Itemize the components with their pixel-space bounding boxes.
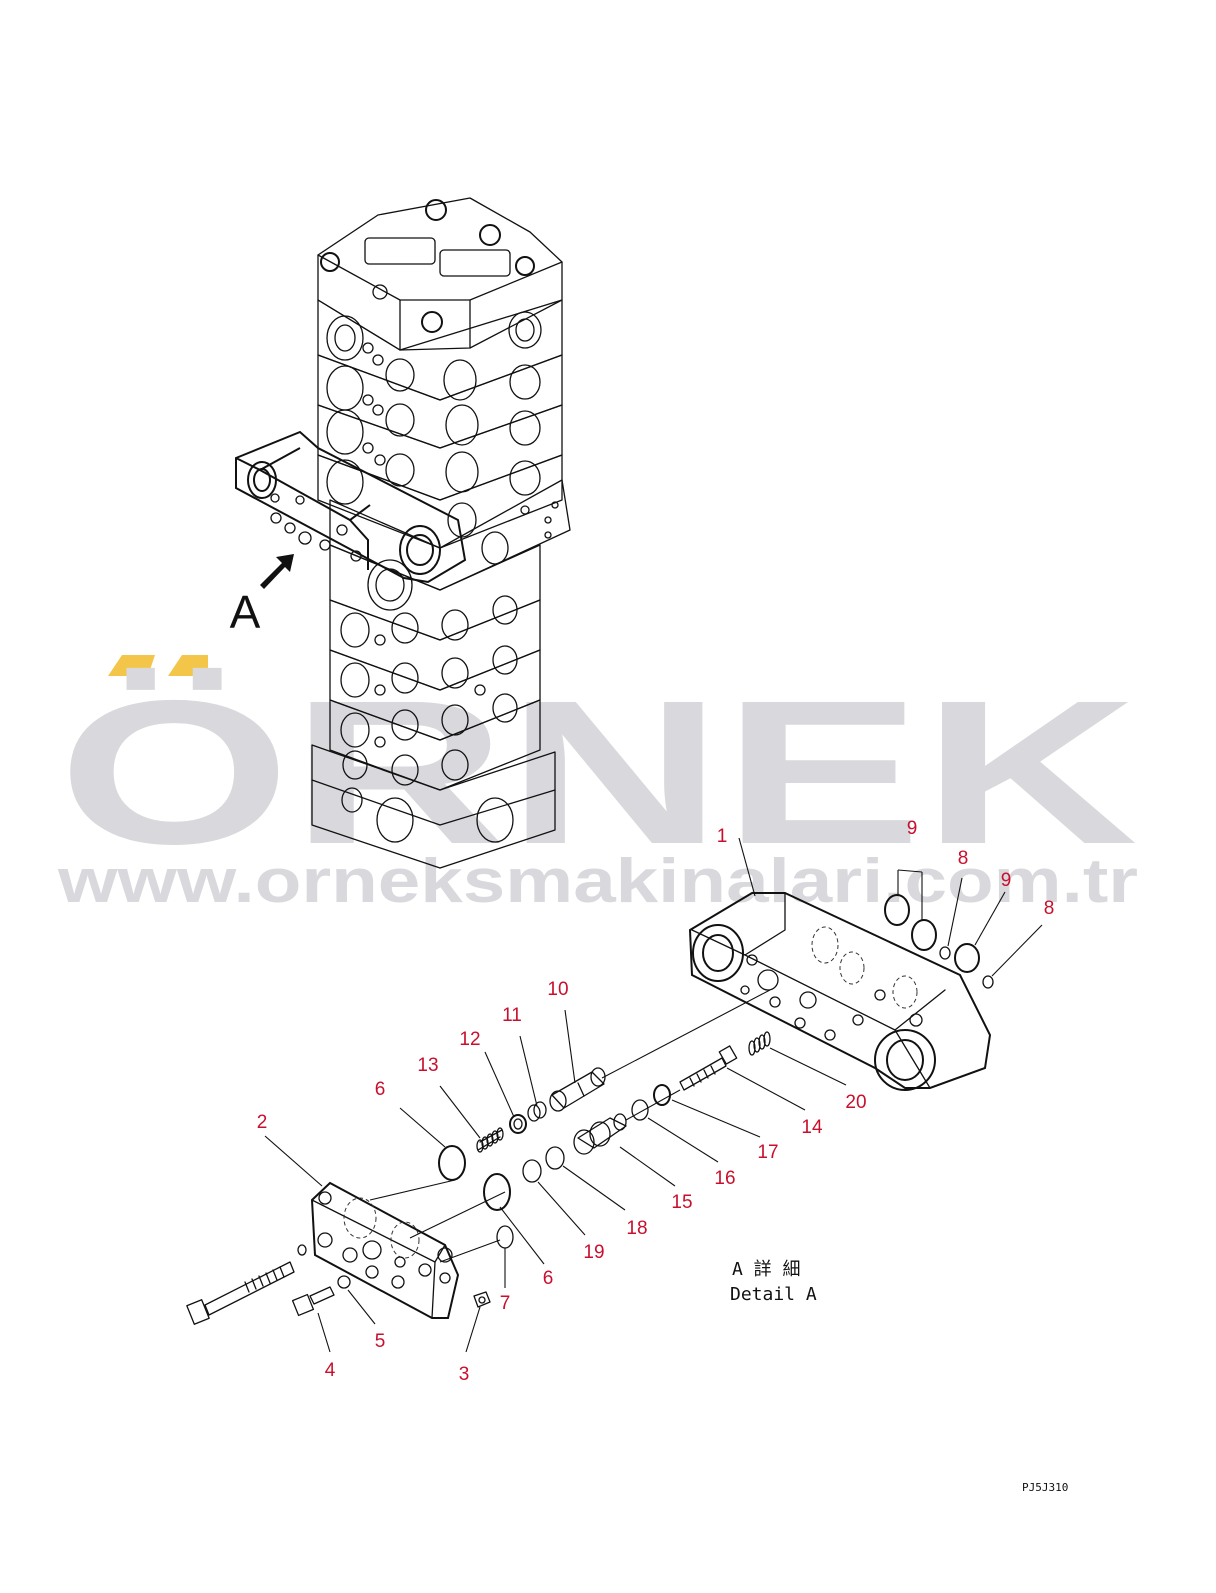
part-14-screw: [679, 1045, 738, 1091]
part-19-o-ring: [522, 1159, 542, 1183]
callout-5: 5: [375, 1331, 386, 1352]
view-letter: A: [230, 586, 261, 638]
callout-8b: 8: [1044, 898, 1055, 919]
part-10-sleeve: [549, 1067, 606, 1112]
detail-caption-english: Detail A: [730, 1284, 817, 1305]
callout-7: 7: [500, 1293, 511, 1314]
callout-20: 20: [845, 1092, 866, 1113]
callout-18: 18: [626, 1218, 647, 1239]
part-3-plug: [473, 1291, 491, 1308]
callout-14: 14: [801, 1117, 823, 1138]
part-6-o-ring-b: [483, 1173, 511, 1211]
part-18-ring: [545, 1146, 565, 1170]
watermark-accent-mark-left: [108, 655, 155, 676]
callout-6b: 6: [543, 1268, 554, 1289]
callout-9a: 9: [907, 818, 918, 839]
callout-16: 16: [714, 1168, 735, 1189]
callout-19: 19: [583, 1242, 604, 1263]
callout-2: 2: [257, 1112, 268, 1133]
watermark-url: www.orneksmakinalari.com.tr: [57, 847, 1138, 916]
callout-17: 17: [757, 1142, 778, 1163]
callout-1: 1: [717, 826, 728, 847]
callout-4: 4: [325, 1360, 336, 1381]
part-6-o-ring-a: [438, 1145, 466, 1181]
part-20-spring: [748, 1031, 771, 1056]
long-bolt: [186, 1244, 307, 1325]
part-11-poppet: [527, 1101, 547, 1122]
part-9-o-ring-b: [911, 919, 937, 951]
control-valve-assembly: A: [230, 197, 571, 869]
part-8-o-ring-b: [982, 975, 994, 989]
view-arrow-a: A: [230, 554, 294, 638]
callout-11: 11: [502, 1005, 522, 1026]
detail-caption-japanese: A 詳 細: [732, 1259, 801, 1280]
drawing-code: PJ5J310: [1022, 1481, 1068, 1494]
part-9-o-ring-c: [954, 943, 980, 973]
part-8-o-ring-a: [939, 946, 951, 960]
callout-10: 10: [547, 979, 568, 1000]
part-13-spring: [476, 1127, 504, 1153]
watermark-accent-mark-right: [168, 655, 208, 676]
callout-13: 13: [417, 1055, 438, 1076]
part-9-o-ring-a: [884, 894, 910, 926]
part-15-valve: [573, 1113, 627, 1155]
part-7-o-ring: [496, 1225, 514, 1249]
bracket-in-place: [235, 430, 467, 584]
part-2-cover: [310, 1181, 460, 1319]
part-5-washer: [337, 1275, 351, 1289]
part-4-bolt: [291, 1286, 335, 1317]
callout-15: 15: [671, 1192, 692, 1213]
part-1-bracket: [688, 892, 992, 1091]
callout-3: 3: [459, 1364, 470, 1385]
watermark-brand: ÖRNEK: [58, 658, 1138, 887]
part-callouts: 1 2 3 4 5 6 6 7 8 8 9 9 10 11 12 13 14 1…: [257, 818, 1055, 1385]
callout-9b: 9: [1001, 870, 1012, 891]
part-16-ring: [631, 1099, 649, 1121]
callout-6a: 6: [375, 1079, 386, 1100]
callout-12: 12: [459, 1029, 480, 1050]
detail-caption: A 詳 細 Detail A: [730, 1259, 817, 1305]
detail-a-exploded: 1 2 3 4 5 6 6 7 8 8 9 9 10 11 12 13 14 1…: [186, 818, 1055, 1385]
watermark: ÖRNEK www.orneksmakinalari.com.tr: [57, 655, 1138, 916]
callout-8a: 8: [958, 848, 969, 869]
part-17-o-ring: [653, 1084, 671, 1106]
part-12-seat: [509, 1114, 527, 1134]
